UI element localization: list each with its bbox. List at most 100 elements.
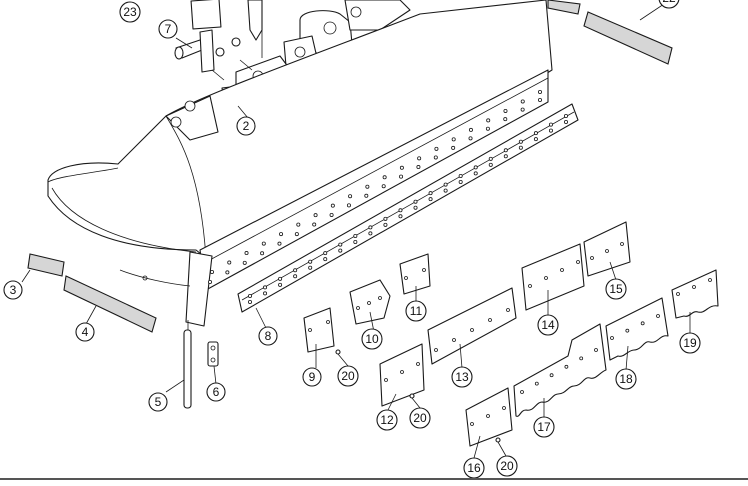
svg-text:10: 10 — [365, 332, 379, 346]
bucket-edge-hole — [451, 137, 456, 142]
bucket-edge-hole — [227, 260, 232, 265]
cutting-edge-hole — [293, 274, 298, 279]
callout-15: 15 — [605, 278, 627, 300]
cutting-edge-hole — [247, 293, 252, 298]
bucket-edge-hole — [451, 145, 456, 150]
segment-hole — [708, 278, 712, 282]
segment-hole — [640, 321, 645, 326]
callout-12: 12 — [376, 409, 398, 431]
bottom-rule — [0, 478, 748, 480]
segment-hole — [625, 328, 630, 333]
segment-hole — [434, 348, 438, 352]
svg-text:22: 22 — [662, 0, 676, 5]
bucket-edge-hole — [485, 126, 490, 131]
segment-hole — [528, 284, 532, 288]
bucket-edge-hole — [468, 136, 473, 141]
callout-23: 23 — [119, 1, 141, 23]
callout-19: 19 — [679, 332, 701, 354]
callout-7: 7 — [158, 19, 178, 39]
segment-hole — [579, 356, 584, 361]
segment-hole — [470, 328, 474, 332]
segment-hole — [544, 276, 548, 280]
callout-18: 18 — [615, 368, 637, 390]
bucket-edge-hole — [312, 222, 317, 227]
cutting-edge-hole — [413, 199, 418, 204]
cutting-edge-hole — [398, 208, 403, 213]
svg-text:8: 8 — [265, 329, 272, 343]
bucket-edge-hole — [538, 90, 543, 95]
svg-text:17: 17 — [537, 420, 551, 434]
bucket-edge-hole — [260, 251, 265, 256]
bucket-edge-hole — [503, 117, 508, 122]
bucket-edge-hole — [417, 156, 422, 161]
svg-text:15: 15 — [609, 282, 623, 296]
cutting-edge-8 — [237, 103, 579, 313]
callout-20-b: 20 — [409, 407, 431, 429]
cutting-edge-hole — [548, 128, 553, 133]
svg-text:11: 11 — [410, 304, 423, 318]
cutting-edge-hole — [503, 154, 508, 159]
svg-text:14: 14 — [541, 318, 555, 332]
cutting-edge-hole — [398, 214, 403, 219]
cutting-edge-hole — [428, 191, 433, 196]
svg-text:3: 3 — [10, 283, 17, 297]
bucket-edge-hole — [313, 213, 318, 218]
callout-6: 6 — [206, 382, 226, 402]
callout-17: 17 — [533, 416, 555, 438]
cutting-edge-hole — [247, 299, 252, 304]
bucket-edge-hole — [348, 194, 353, 199]
callout-20-a: 20 — [337, 365, 359, 387]
cutting-edge-hole — [413, 205, 418, 210]
cutting-edge-hole — [548, 122, 553, 127]
bucket-edge-hole — [468, 127, 473, 132]
bucket-edge-hole — [294, 232, 299, 237]
cutting-edge-hole — [353, 239, 358, 244]
cutting-edge-hole — [293, 268, 298, 273]
segment-hole — [400, 370, 404, 374]
callout-2: 2 — [236, 116, 256, 136]
cutting-edge-hole — [263, 285, 268, 290]
cutting-edge-hole — [488, 162, 493, 167]
segment-hole — [594, 348, 598, 352]
bucket-edge-hole — [330, 203, 335, 208]
cutting-edge-hole — [533, 137, 538, 142]
edge-segment-14 — [521, 243, 585, 311]
svg-text:13: 13 — [455, 370, 469, 384]
cutting-edge-hole — [308, 259, 313, 264]
segment-hole — [326, 320, 330, 324]
segment-hole — [356, 306, 360, 310]
svg-text:20: 20 — [500, 459, 514, 473]
svg-text:6: 6 — [213, 385, 220, 399]
svg-text:16: 16 — [467, 461, 481, 475]
cutting-edge-hole — [473, 171, 478, 176]
cutting-edge-hole — [428, 197, 433, 202]
end-bit-9 — [303, 307, 341, 355]
segment-hole — [488, 318, 492, 322]
cutting-edge-hole — [338, 248, 343, 253]
segment-hole — [470, 422, 474, 426]
bucket-edge-hole — [225, 270, 230, 275]
segment-hole — [506, 308, 510, 312]
cutting-edge-hole — [353, 233, 358, 238]
pin-5 — [183, 320, 192, 409]
retainer-6 — [207, 341, 219, 367]
segment-hole — [590, 256, 594, 260]
svg-text:19: 19 — [683, 336, 697, 350]
bucket-edge-hole — [261, 241, 266, 246]
segment-hole — [404, 276, 408, 280]
cutting-edge-hole — [518, 139, 523, 144]
svg-text:7: 7 — [165, 22, 172, 36]
leader-lines — [21, 37, 691, 459]
segment-hole — [422, 268, 426, 272]
bucket-edge-hole — [279, 232, 284, 237]
svg-text:23: 23 — [123, 5, 137, 19]
segment-hole — [534, 381, 539, 386]
cutting-edge-hole — [503, 148, 508, 153]
bucket-edge-hole — [503, 108, 508, 113]
cutting-edge-hole — [383, 216, 388, 221]
callout-20-c: 20 — [496, 455, 518, 477]
bucket-edge-hole — [346, 203, 351, 208]
segment-hole — [520, 390, 524, 394]
segment-hole — [576, 260, 580, 264]
